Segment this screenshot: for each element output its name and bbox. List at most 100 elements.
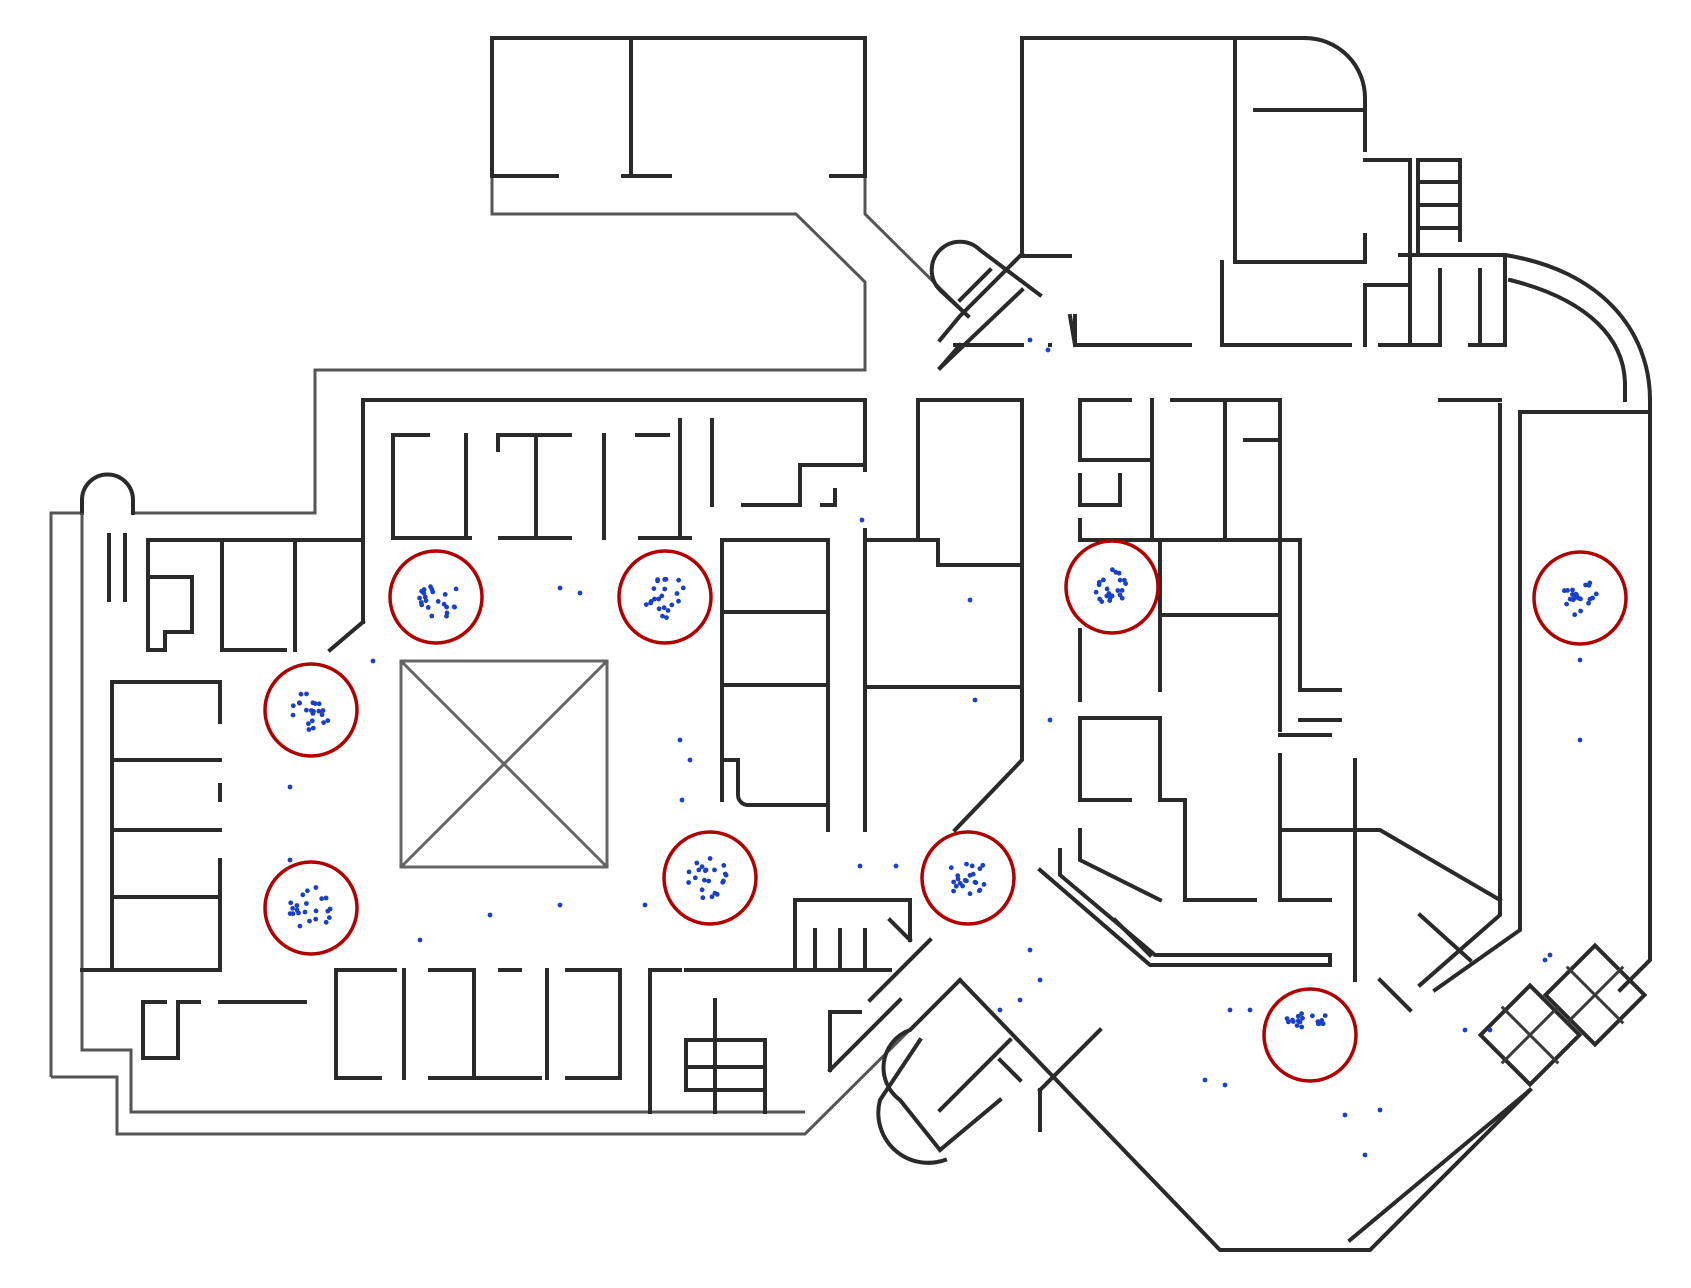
- detected-point: [997, 1007, 1003, 1013]
- detected-point: [1299, 1011, 1304, 1016]
- detected-point: [960, 883, 965, 889]
- detected-point: [981, 882, 987, 887]
- detected-point: [976, 888, 982, 894]
- detected-point: [287, 784, 293, 790]
- detected-point: [1297, 1019, 1303, 1025]
- detected-point: [642, 902, 648, 908]
- detected-point: [953, 883, 959, 889]
- detected-point: [1564, 601, 1569, 607]
- detected-point: [296, 700, 302, 706]
- south-offices: [141, 898, 933, 1114]
- east-central-rooms: [1078, 398, 1503, 982]
- detected-point: [1542, 957, 1548, 963]
- detected-point: [643, 602, 649, 607]
- detected-points: [287, 337, 1599, 1158]
- detected-point: [662, 586, 668, 592]
- detected-point: [703, 867, 709, 873]
- detected-point: [661, 605, 667, 611]
- detected-point: [660, 613, 665, 619]
- detected-point: [652, 596, 657, 602]
- detected-point: [692, 875, 698, 881]
- detected-point: [955, 873, 961, 878]
- detected-point: [712, 867, 717, 873]
- detected-point: [288, 900, 294, 906]
- detected-point: [307, 918, 312, 924]
- detected-point: [962, 877, 968, 883]
- detected-point: [972, 697, 978, 703]
- detected-point: [557, 585, 563, 591]
- detected-point: [1577, 737, 1583, 743]
- detected-point: [423, 598, 429, 603]
- detected-point: [1578, 596, 1583, 602]
- detected-point: [316, 701, 322, 707]
- detected-point: [316, 708, 322, 714]
- detected-point: [326, 915, 332, 920]
- detected-point: [304, 691, 309, 697]
- detected-point: [309, 718, 315, 724]
- detected-point: [428, 584, 433, 590]
- detected-point: [304, 707, 309, 713]
- detected-point: [1017, 997, 1023, 1003]
- detected-point: [951, 879, 957, 885]
- detected-point: [425, 605, 431, 610]
- detected-point: [1322, 1013, 1328, 1018]
- detected-point: [687, 757, 693, 763]
- detected-point: [651, 586, 657, 591]
- detected-point: [417, 937, 423, 943]
- detected-point: [321, 720, 326, 725]
- detected-point: [453, 586, 459, 592]
- detected-point: [444, 610, 450, 616]
- detected-point: [1123, 581, 1128, 586]
- detected-point: [444, 604, 449, 610]
- detected-point: [648, 599, 654, 604]
- detected-point: [977, 866, 983, 872]
- detected-point: [1222, 1082, 1228, 1088]
- detected-point: [656, 596, 662, 602]
- detected-point: [310, 700, 316, 706]
- detected-point: [1462, 1027, 1468, 1033]
- detected-point: [313, 908, 319, 914]
- detected-point: [1586, 582, 1592, 588]
- detected-point: [696, 867, 702, 873]
- detected-point: [686, 880, 691, 885]
- detected-point: [1117, 592, 1123, 598]
- detected-point: [702, 877, 707, 883]
- detected-point: [452, 604, 457, 610]
- detected-point: [557, 902, 563, 908]
- detected-point: [1290, 1019, 1296, 1024]
- detected-point: [313, 885, 319, 890]
- detected-point: [300, 892, 306, 898]
- detected-point: [429, 613, 435, 619]
- cluster-ring: [263, 539, 1628, 1083]
- detected-point: [1567, 596, 1573, 602]
- detected-point: [948, 865, 954, 871]
- detected-point: [370, 658, 376, 664]
- detected-point: [294, 903, 300, 908]
- north-office-wing: [490, 36, 867, 178]
- detected-point: [435, 599, 441, 604]
- detected-point: [1320, 1021, 1326, 1027]
- detected-point: [298, 691, 304, 697]
- detected-point: [680, 585, 686, 591]
- detected-point: [707, 856, 713, 861]
- detected-point: [1099, 599, 1105, 604]
- detected-point: [686, 869, 692, 875]
- detected-point: [980, 862, 986, 868]
- detected-point: [1101, 577, 1106, 583]
- building-outline: [49, 36, 970, 1136]
- detected-point: [1574, 592, 1579, 598]
- detected-point: [969, 863, 975, 869]
- detected-point: [1577, 657, 1583, 663]
- detected-point: [417, 595, 422, 601]
- detected-point: [964, 861, 969, 867]
- detected-point: [694, 860, 700, 866]
- detected-point: [310, 725, 316, 731]
- detected-point: [1047, 717, 1053, 723]
- detected-point: [662, 577, 668, 582]
- detected-point: [676, 598, 681, 604]
- detected-point: [325, 908, 331, 914]
- detected-point: [1300, 1015, 1305, 1021]
- detected-point: [304, 901, 309, 906]
- north-east-block: [1020, 35, 1507, 348]
- detected-point: [306, 727, 312, 732]
